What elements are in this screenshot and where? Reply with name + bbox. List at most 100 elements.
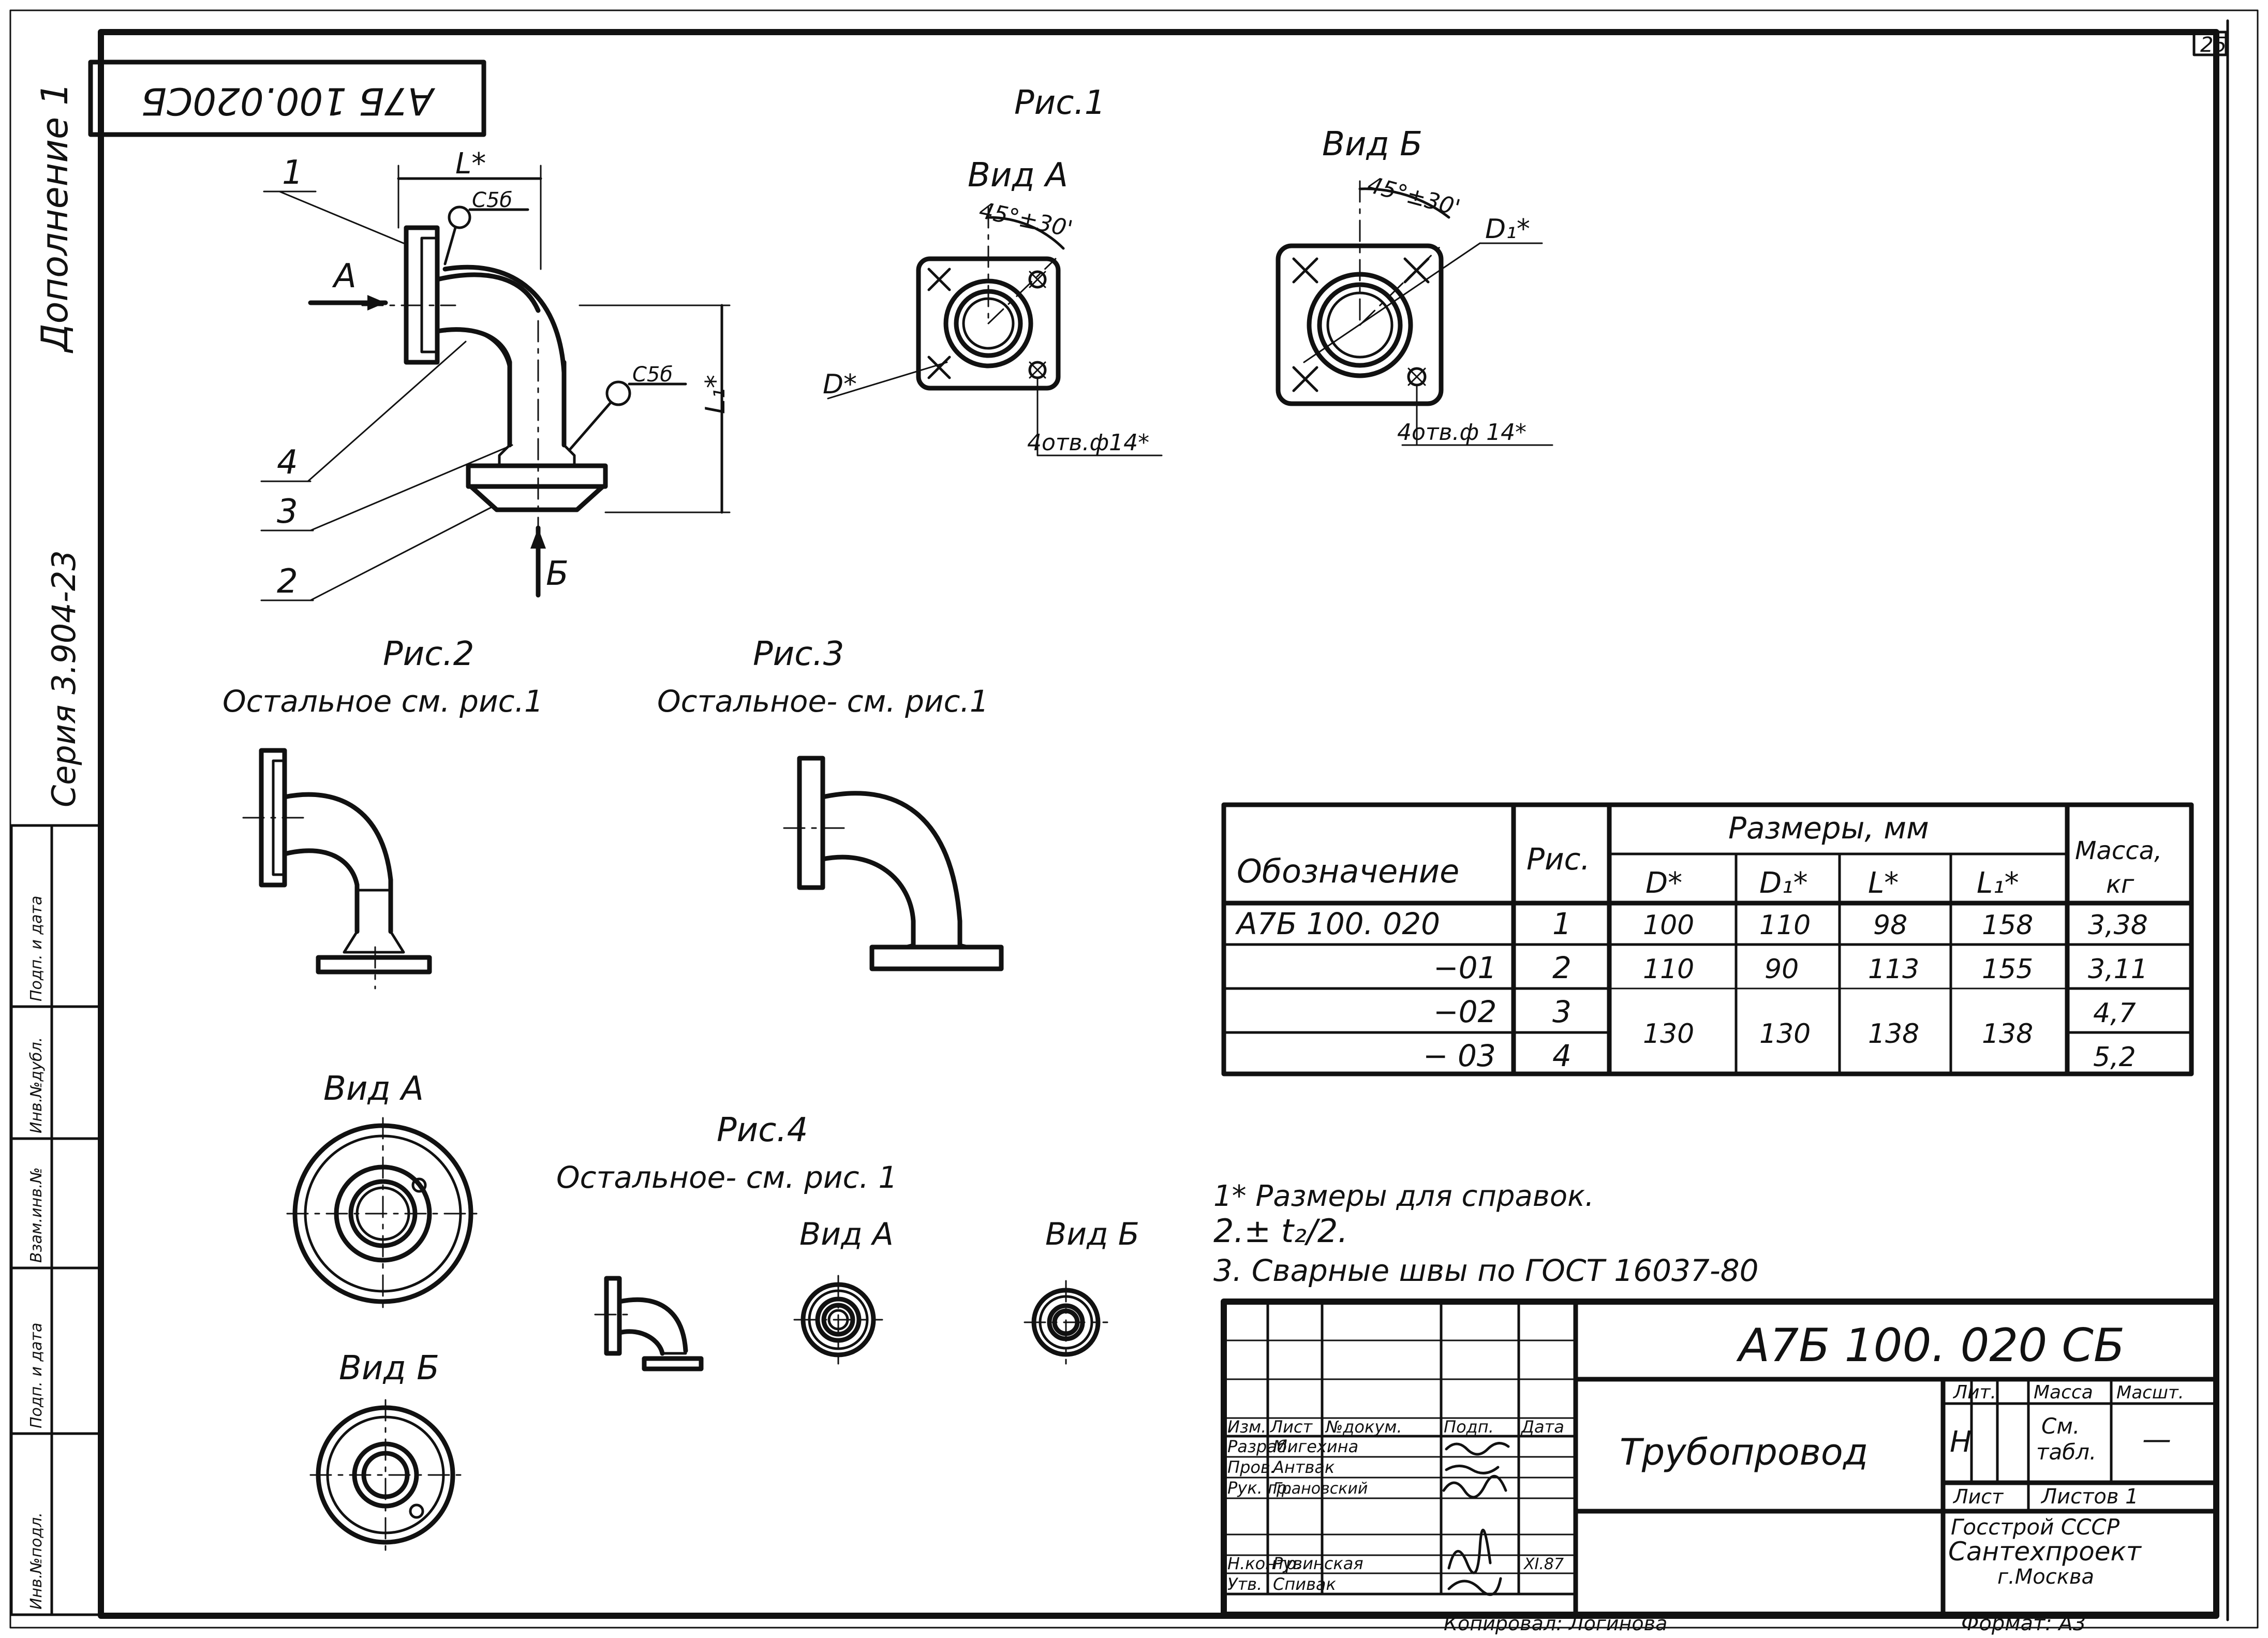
note-2: 2.± t₂/2.: [1213, 1212, 1348, 1250]
fig1-angle-b: 45°±30': [1365, 171, 1463, 222]
fig2-view-a: [286, 1117, 480, 1310]
tb-name-0: Мигехина: [1273, 1437, 1358, 1456]
table-row-1-mass: 3,11: [2088, 954, 2148, 985]
table-row-1-designation: −01: [1433, 950, 1496, 985]
tb-name-2: Грановский: [1273, 1480, 1368, 1498]
fig2-view-b-label: Вид Б: [339, 1349, 439, 1388]
table-row-2-designation: −02: [1433, 994, 1496, 1029]
table-row-2-fig: 3: [1552, 994, 1572, 1029]
tb-mass-value-1: См.: [2041, 1413, 2080, 1439]
tb-hdr-lit: Лит.: [1952, 1382, 1996, 1403]
tb-role-2: Рук. гр.: [1227, 1478, 1292, 1498]
tb-col-header-4: Дата: [1520, 1417, 1564, 1437]
sheet-number: 25: [2200, 33, 2227, 57]
fig4-title: Рис.4: [717, 1111, 808, 1149]
note-3: 3. Сварные швы по ГОСТ 16037-80: [1213, 1253, 1759, 1288]
table-row-0-designation: А7Б 100. 020: [1235, 906, 1440, 941]
table-row-0-l1: 158: [1982, 910, 2033, 941]
tb-role-4: Утв.: [1227, 1574, 1262, 1594]
fig1-dim-d: D*: [823, 369, 857, 400]
tb-sheet-label: Лист: [1952, 1485, 2004, 1508]
fig1-callout-2: 2: [277, 563, 298, 601]
strip-label-4: Подп. и дата: [27, 896, 46, 1001]
fig2-note: Остальное см. рис.1: [223, 684, 543, 719]
side-title: Дополнение 1: [34, 82, 76, 353]
table-row-1-d1: 90: [1765, 954, 1799, 985]
side-series: Серия 3.904-23: [45, 550, 83, 807]
table-merged-d1: 130: [1759, 1019, 1811, 1050]
table-merged-d: 130: [1643, 1019, 1694, 1050]
tb-lit-value: Н: [1950, 1425, 1971, 1459]
fig4-elbow: [594, 1276, 704, 1371]
tb-role-0: Разраб.: [1227, 1437, 1293, 1456]
table-merged-l1: 138: [1982, 1019, 2033, 1050]
tb-sheets-label: Листов 1: [2040, 1485, 2139, 1509]
tb-hdr-mass: Масса: [2034, 1382, 2093, 1403]
tb-org-2: Сантехпроект: [1948, 1537, 2142, 1567]
fig3-note: Остальное- см. рис.1: [657, 684, 989, 719]
fig1-view-a-label: Вид А: [968, 156, 1068, 195]
fig1-view-b: [1276, 180, 1553, 446]
rotated-code-box: А7Б 100.020СБ: [88, 60, 486, 137]
table-col-mass-unit: кг: [2106, 870, 2134, 899]
tb-name-4: Спивак: [1273, 1574, 1337, 1594]
fig4-view-b-label: Вид Б: [1045, 1216, 1139, 1252]
strip-label-2: Взам.инв.№: [27, 1167, 46, 1263]
fig2-view-a-label: Вид А: [323, 1070, 424, 1108]
tb-col-header-2: №докум.: [1325, 1417, 1402, 1437]
table-col-mass: Масса,: [2075, 836, 2162, 865]
fig1-dim-d1: D₁*: [1485, 214, 1530, 245]
fig1-angle-a: 45°±30': [977, 197, 1075, 243]
strip-label-3: Инв.№дубл.: [27, 1037, 46, 1133]
title-block: [1221, 1298, 2219, 1618]
tb-format: Формат: А3: [1961, 1612, 2086, 1635]
tb-name-3: Рувинская: [1273, 1554, 1363, 1573]
tb-col-header-0: Изм.: [1227, 1417, 1266, 1437]
fig1-arrow-a: А: [332, 257, 357, 296]
fig1-callout-1: 1: [282, 154, 303, 192]
fig4-view-a: [793, 1275, 883, 1365]
tb-org-3: г.Москва: [1997, 1565, 2094, 1589]
left-strip: Инв.№подл. Подп. и дата Взам.инв.№ Инв.№…: [10, 824, 104, 1616]
table-sub-d1: D₁*: [1759, 866, 1808, 900]
tb-date-3: XI.87: [1523, 1555, 1564, 1573]
fig1-holes-b: 4отв.ф 14*: [1397, 419, 1526, 446]
fig1-weld-2: С5б: [632, 363, 673, 387]
fig2-title: Рис.2: [383, 635, 474, 673]
tb-role-3: Н.контр.: [1227, 1554, 1301, 1573]
table-row-2-mass: 4,7: [2093, 998, 2136, 1029]
rotated-code: А7Б 100.020СБ: [141, 79, 436, 123]
tb-designation: А7Б 100. 020 СБ: [1736, 1319, 2125, 1372]
table-row-1-l1: 155: [1982, 954, 2033, 985]
table-row-3-fig: 4: [1552, 1038, 1572, 1073]
tb-copied: Копировал: Логинова: [1444, 1612, 1667, 1635]
table-row-0-d: 100: [1643, 910, 1694, 941]
tb-name-1: Антвак: [1272, 1457, 1335, 1477]
fig4-view-b: [1024, 1280, 1108, 1365]
tb-col-header-3: Подп.: [1444, 1417, 1494, 1437]
tb-mass-value-2: табл.: [2036, 1439, 2096, 1465]
fig3-title: Рис.3: [753, 635, 844, 673]
fig1-elbow: [260, 165, 731, 601]
tb-col-header-1: Лист: [1270, 1417, 1313, 1437]
table-col-designation: Обозначение: [1237, 852, 1459, 890]
fig1-holes-a: 4отв.ф14*: [1027, 430, 1149, 456]
fig1-view-b-label: Вид Б: [1322, 125, 1422, 164]
tb-scale-value: —: [2142, 1423, 2171, 1456]
fig1-weld-1: С5б: [472, 188, 512, 212]
table-col-fig: Рис.: [1526, 842, 1590, 877]
table-row-0-fig: 1: [1552, 906, 1572, 941]
strip-label-1: Подп. и дата: [27, 1323, 46, 1428]
fig1-arrow-b: Б: [546, 555, 569, 593]
fig1-callout-4: 4: [277, 444, 298, 482]
table-row-0-d1: 110: [1759, 910, 1811, 941]
fig4-view-a-label: Вид А: [799, 1216, 894, 1252]
tb-name: Трубопровод: [1620, 1431, 1868, 1473]
fig1-title: Рис.1: [1014, 84, 1105, 122]
table-row-3-designation: − 03: [1423, 1038, 1496, 1073]
fig1-dim-l1: L₁*: [700, 375, 731, 414]
tb-org-1: Госстрой СССР: [1951, 1514, 2120, 1540]
fig4-note: Остальное- см. рис. 1: [556, 1160, 897, 1195]
size-table: [1221, 802, 2194, 1076]
